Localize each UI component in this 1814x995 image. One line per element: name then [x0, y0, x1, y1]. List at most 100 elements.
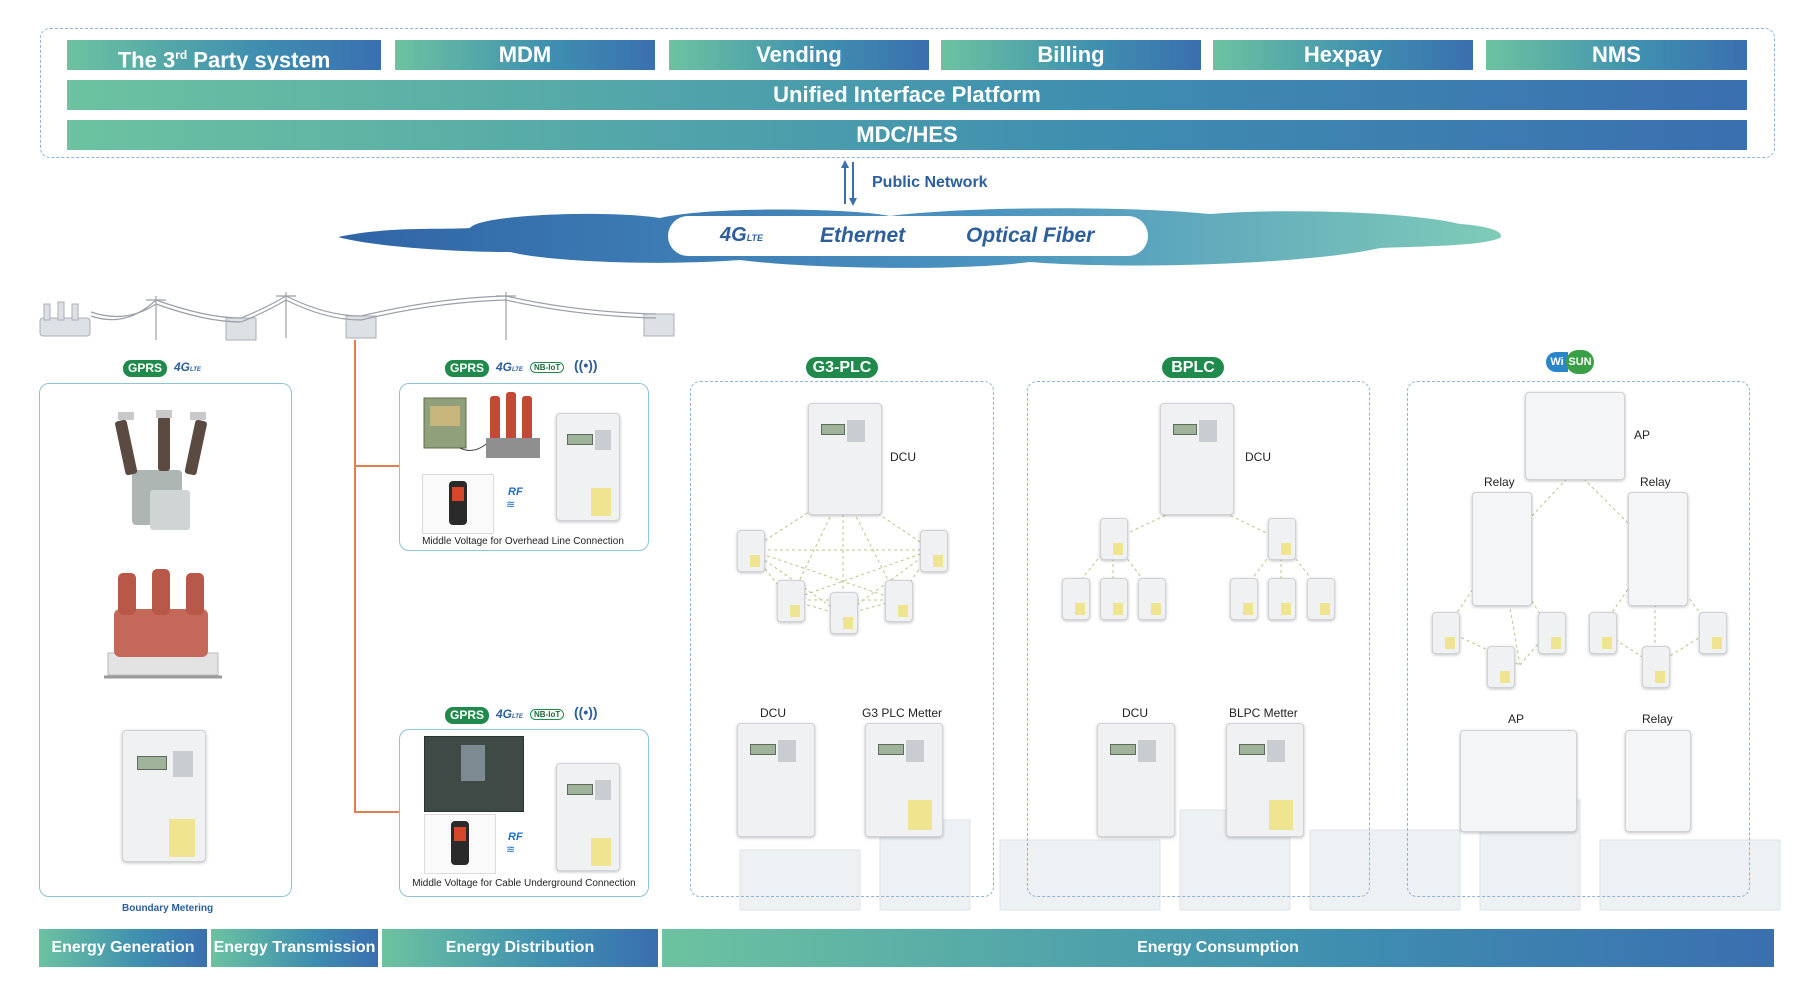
bplc-panel [1027, 381, 1370, 897]
g3plc-dcu-image [808, 403, 882, 515]
mdc-hes-bar[interactable]: MDC/HES [67, 120, 1747, 150]
g3plc-badge: G3-PLC [806, 357, 878, 378]
overhead-rf-waves-icon: ≋ [506, 499, 516, 511]
underground-lte-icon: 4GLTE [496, 707, 523, 721]
third-party-system-bar[interactable]: The 3rd Party system [67, 40, 381, 73]
boundary-meter-image [122, 730, 206, 862]
overhead-wireless-icon: ((•)) [574, 357, 598, 373]
wisun-panel [1407, 381, 1750, 897]
bplc-dcu-label: DCU [1245, 450, 1271, 464]
bplc-bottom-dcu-image [1097, 723, 1175, 837]
overhead-gprs-badge: GPRS [445, 360, 489, 377]
distribution-connector-underground [354, 811, 400, 813]
wisun-meter-node [1432, 612, 1460, 654]
optical-fiber-label: Optical Fiber [966, 224, 1095, 247]
boundary-metering-label: Boundary Metering [122, 903, 214, 914]
lte-logo-sub: LTE [746, 233, 764, 243]
overhead-lte-icon: 4GLTE [496, 360, 523, 374]
bplc-meter-node [1268, 578, 1296, 620]
underground-cabinet-image [424, 736, 524, 812]
g3plc-bottom-dcu-image [737, 723, 815, 837]
underground-lte-sub: LTE [512, 714, 523, 720]
g3plc-meter-node [830, 592, 858, 634]
nms-bar[interactable]: NMS [1486, 40, 1747, 70]
underground-gprs-badge: GPRS [445, 707, 489, 724]
overhead-caption: Middle Voltage for Overhead Line Connect… [422, 536, 624, 547]
wisun-logo-icon: Wi SUN [1546, 348, 1596, 374]
g3plc-bottom-meter-label: G3 PLC Metter [862, 706, 943, 720]
wisun-logo-sun: SUN [1566, 350, 1594, 374]
lte-logo-main: 4G [720, 224, 747, 246]
wisun-bottom-relay-label: Relay [1642, 712, 1673, 726]
overhead-lte-sub: LTE [512, 367, 523, 373]
underground-lte-main: 4G [496, 707, 513, 721]
boundary-lte-main: 4G [174, 360, 191, 374]
wisun-meter-node [1538, 612, 1566, 654]
g3plc-bottom-dcu-label: DCU [760, 706, 786, 720]
wisun-relay-left-label: Relay [1484, 475, 1515, 489]
underground-rf-label: RF [508, 831, 523, 843]
bplc-meter-node [1268, 518, 1296, 560]
bplc-meter-node [1062, 578, 1090, 620]
g3plc-meter-node [737, 530, 765, 572]
wisun-ap-label: AP [1634, 428, 1651, 442]
distribution-connector-vertical [354, 340, 356, 813]
bplc-bottom-meter-label: BLPC Metter [1229, 706, 1298, 720]
g3plc-panel [690, 381, 994, 897]
pole-mounted-cabinet-image [423, 392, 540, 458]
wisun-meter-node [1699, 612, 1727, 654]
boundary-lte-icon: 4GLTE [174, 360, 201, 374]
wisun-relay-right-label: Relay [1640, 475, 1671, 489]
overhead-lte-main: 4G [496, 360, 513, 374]
boundary-gprs-badge: GPRS [123, 360, 167, 377]
stage-energy-generation[interactable]: Energy Generation [39, 929, 207, 967]
overhead-rf-label: RF [508, 486, 523, 498]
g3plc-dcu-label: DCU [890, 450, 916, 464]
g3plc-meter-node [777, 580, 805, 622]
wisun-relay-left-image [1472, 492, 1532, 606]
vending-bar[interactable]: Vending [669, 40, 929, 70]
bplc-badge: BPLC [1162, 357, 1224, 378]
mdm-bar[interactable]: MDM [395, 40, 655, 70]
wisun-meter-node [1589, 612, 1617, 654]
stage-energy-transmission[interactable]: Energy Transmission [211, 929, 378, 967]
current-transformer-image [104, 569, 222, 679]
public-network-label: Public Network [872, 174, 988, 191]
underground-meter-image [556, 763, 620, 871]
hexpay-bar[interactable]: Hexpay [1213, 40, 1473, 70]
wisun-meter-node [1642, 646, 1670, 688]
lte-logo-icon: 4GLTE [720, 224, 763, 247]
bplc-meter-node [1230, 578, 1258, 620]
underground-caption: Middle Voltage for Cable Underground Con… [412, 878, 636, 889]
g3plc-bottom-meter-image [865, 723, 943, 837]
wisun-logo-wi: Wi [1546, 352, 1568, 372]
ethernet-label: Ethernet [820, 224, 906, 247]
network-types-pill [668, 216, 1148, 256]
wisun-ap-image [1525, 392, 1625, 480]
bidirectional-arrow-icon [841, 160, 857, 206]
wisun-bottom-ap-label: AP [1508, 712, 1525, 726]
bplc-meter-node [1100, 518, 1128, 560]
g3plc-meter-node [885, 580, 913, 622]
overhead-meter-image [556, 413, 620, 521]
billing-bar[interactable]: Billing [941, 40, 1201, 70]
bplc-dcu-image [1160, 403, 1234, 515]
third-party-label-prefix: The 3 [117, 47, 176, 73]
wisun-bottom-relay-image [1625, 730, 1691, 832]
bplc-meter-node [1307, 578, 1335, 620]
g3plc-meter-node [920, 530, 948, 572]
overhead-nbiot-icon: NB-IoT [530, 362, 565, 373]
overhead-handheld-image [422, 474, 494, 534]
bplc-bottom-dcu-label: DCU [1122, 706, 1148, 720]
wisun-bottom-ap-image [1460, 730, 1577, 832]
stage-energy-consumption[interactable]: Energy Consumption [662, 929, 1774, 967]
distribution-connector-overhead [354, 465, 400, 467]
underground-wireless-icon: ((•)) [574, 704, 598, 720]
bplc-meter-node [1100, 578, 1128, 620]
wisun-meter-node [1487, 646, 1515, 688]
underground-rf-waves-icon: ≋ [506, 844, 516, 856]
system-layer-frame [40, 28, 1775, 158]
unified-interface-platform-bar[interactable]: Unified Interface Platform [67, 80, 1747, 110]
bplc-bottom-meter-image [1226, 723, 1304, 837]
stage-energy-distribution[interactable]: Energy Distribution [382, 929, 658, 967]
